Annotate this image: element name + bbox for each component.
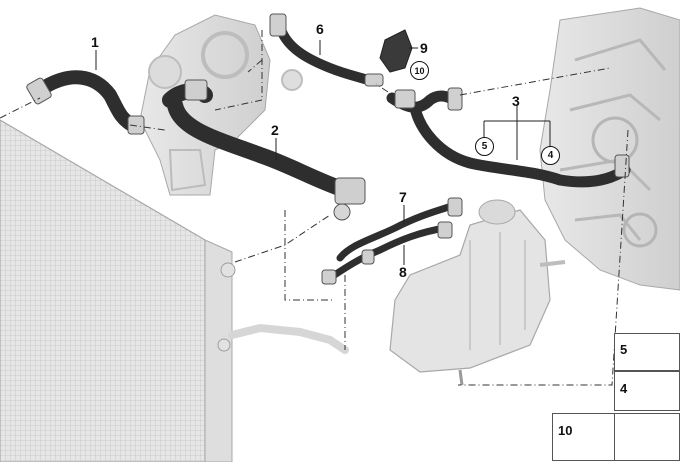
callout-4: 4 xyxy=(541,146,560,165)
hoses-7-8 xyxy=(321,197,463,285)
hose-1 xyxy=(26,70,145,135)
bracket-9 xyxy=(379,29,413,73)
callout-10: 10 xyxy=(410,61,429,80)
expansion-tank xyxy=(389,199,566,386)
legend-box-bolt-symbol xyxy=(614,413,680,461)
callout-5: 5 xyxy=(475,137,494,156)
callout-9: 9 xyxy=(420,40,428,56)
hose-2 xyxy=(162,79,366,221)
callout-8: 8 xyxy=(399,264,407,280)
callout-2: 2 xyxy=(271,122,279,138)
connector-lines xyxy=(0,30,629,386)
callout-3: 3 xyxy=(512,93,520,109)
leader-lines xyxy=(95,40,551,265)
callout-7: 7 xyxy=(399,189,407,205)
hose-6 xyxy=(269,13,384,87)
engine-block xyxy=(539,7,680,291)
legend-item-10: 10 xyxy=(558,423,573,438)
callout-6: 6 xyxy=(316,21,324,37)
water-pump-housing xyxy=(139,14,303,196)
legend-box-10 xyxy=(552,413,616,461)
legend-item-5: 5 xyxy=(620,342,628,357)
lower-pipe xyxy=(228,323,349,354)
callout-1: 1 xyxy=(91,34,99,50)
legend-item-4: 4 xyxy=(620,381,628,396)
hose-3 xyxy=(386,87,631,188)
legend-box-5 xyxy=(614,333,680,371)
